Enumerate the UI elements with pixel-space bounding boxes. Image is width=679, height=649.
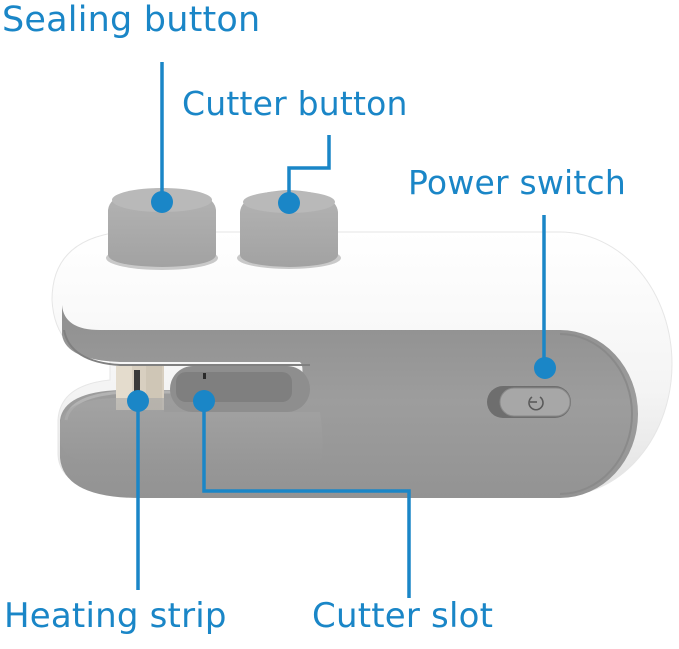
label-sealing-button: Sealing button	[2, 0, 261, 40]
power-switch[interactable]	[487, 386, 571, 418]
label-cutter-button: Cutter button	[182, 84, 408, 123]
cutter-button[interactable]	[237, 190, 341, 269]
label-heating-strip: Heating strip	[4, 596, 227, 636]
label-power-switch: Power switch	[408, 163, 627, 202]
cutter-slot	[170, 366, 310, 412]
power-icon	[528, 396, 544, 411]
callout-dots	[127, 191, 556, 412]
callout-lines	[136, 62, 546, 598]
label-cutter-slot: Cutter slot	[312, 596, 494, 636]
